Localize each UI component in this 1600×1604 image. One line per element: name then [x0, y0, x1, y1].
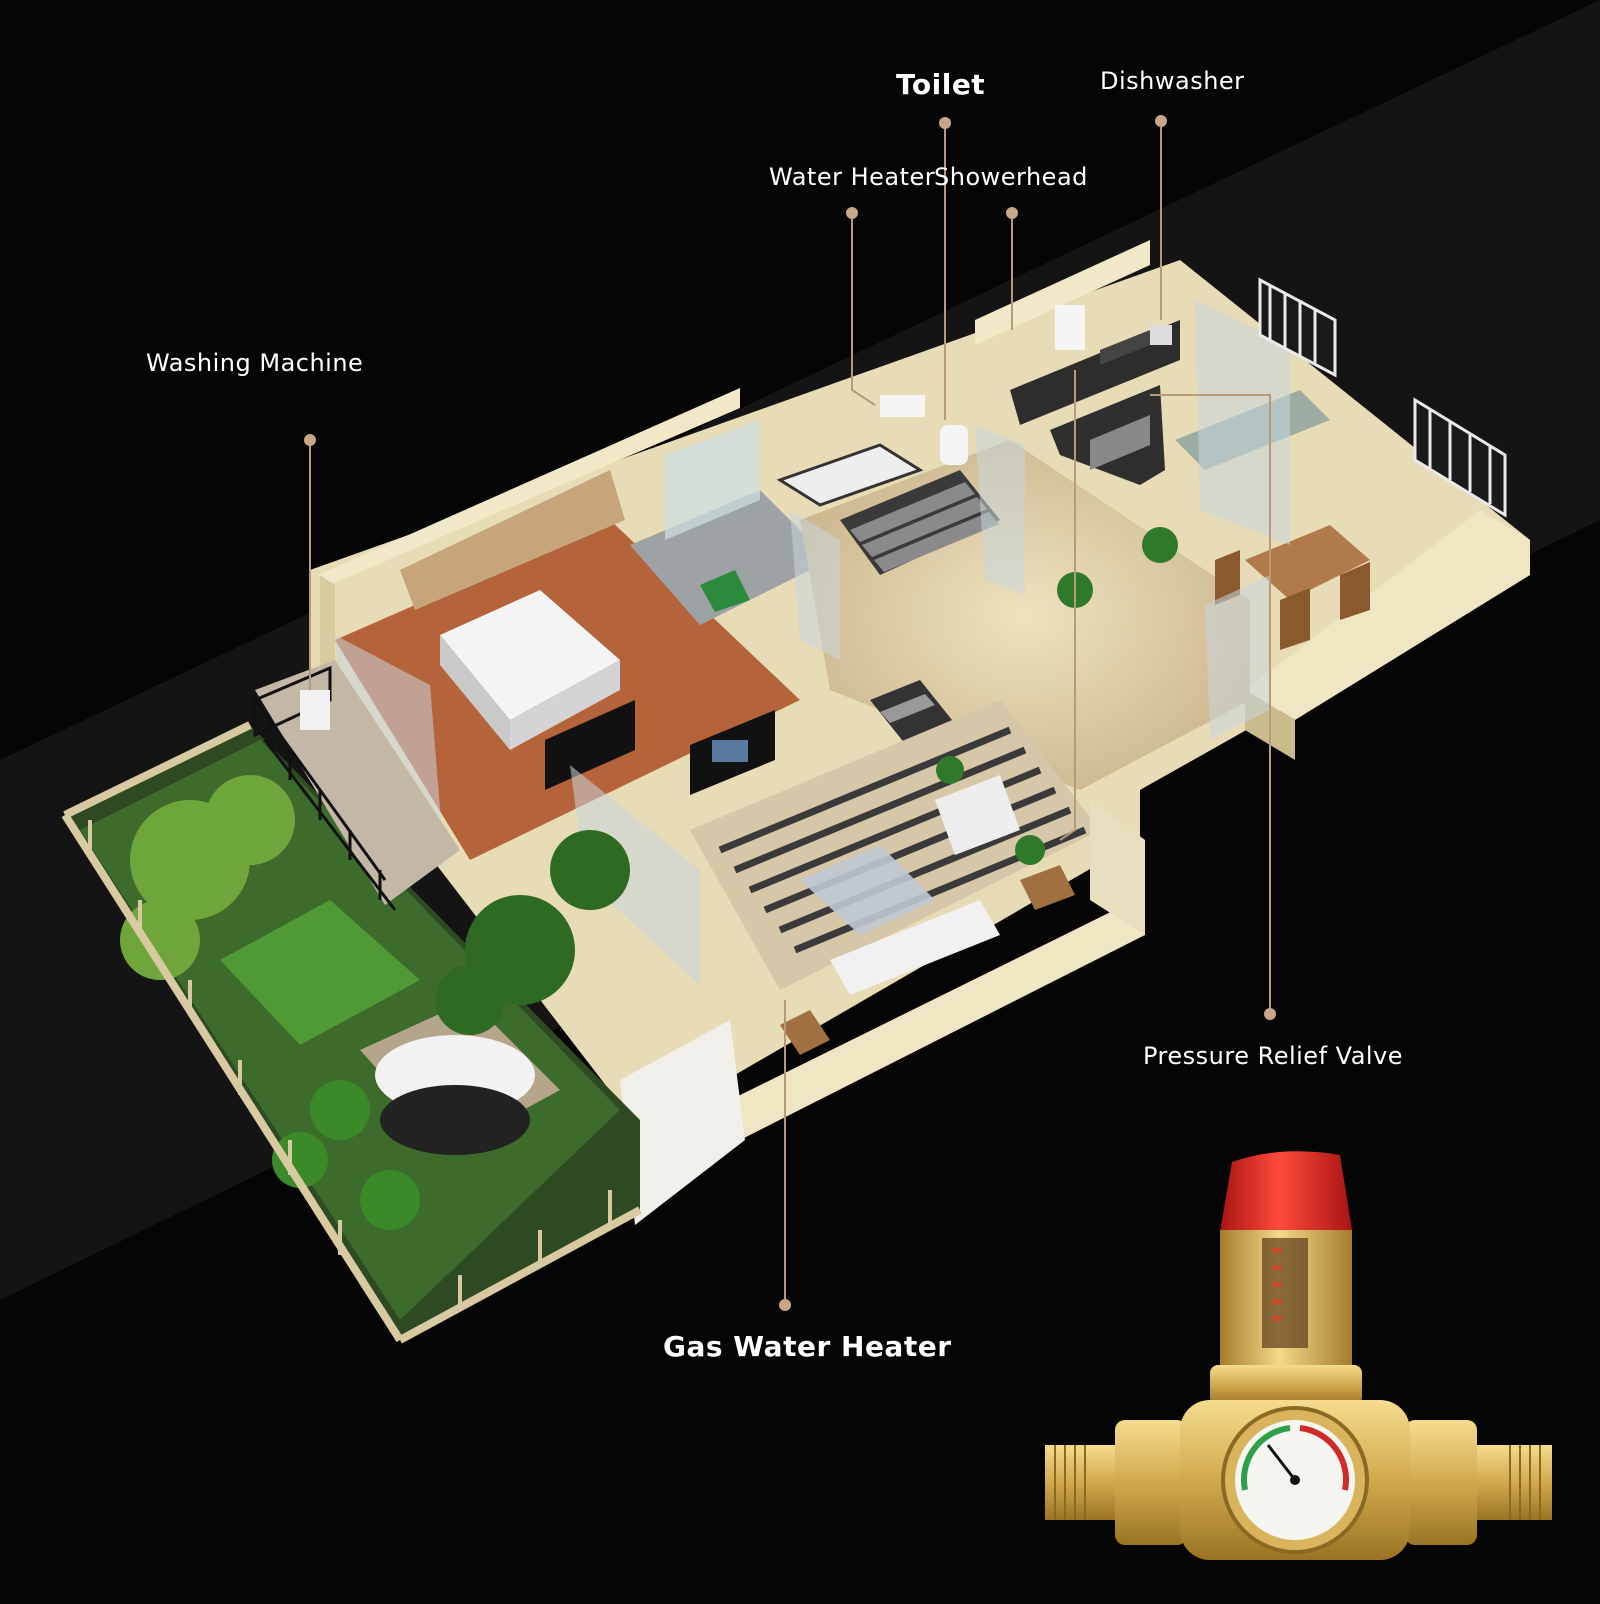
house-model — [61, 240, 1530, 1344]
toilet-fixture — [940, 425, 968, 465]
leader-lines — [304, 115, 1276, 1311]
garden-area — [61, 660, 642, 1344]
balcony-railing-icon — [1258, 277, 1507, 518]
water-heater-fixture — [1055, 305, 1085, 350]
fence-icon — [61, 721, 642, 1344]
water-heater-label: Water Heater — [769, 163, 936, 191]
bathroom-floor — [630, 490, 830, 625]
dining-table-icon — [1215, 525, 1370, 650]
living-room-icon — [690, 700, 1100, 1055]
showerhead-label: Showerhead — [934, 163, 1088, 191]
pressure-relief-valve-label: Pressure Relief Valve — [1143, 1042, 1404, 1070]
plant-icon — [936, 527, 1178, 865]
tv-icon — [545, 700, 635, 790]
dishwasher-label: Dishwasher — [1100, 67, 1245, 95]
washing-machine-fixture — [300, 690, 330, 730]
toilet-label: Toilet — [896, 68, 986, 101]
kitchen-icon — [1010, 320, 1180, 485]
washing-machine-label: Washing Machine — [146, 349, 364, 377]
valve-icon — [1045, 1151, 1552, 1560]
gas-water-heater-label: Gas Water Heater — [663, 1330, 952, 1363]
bed-icon — [440, 590, 620, 720]
